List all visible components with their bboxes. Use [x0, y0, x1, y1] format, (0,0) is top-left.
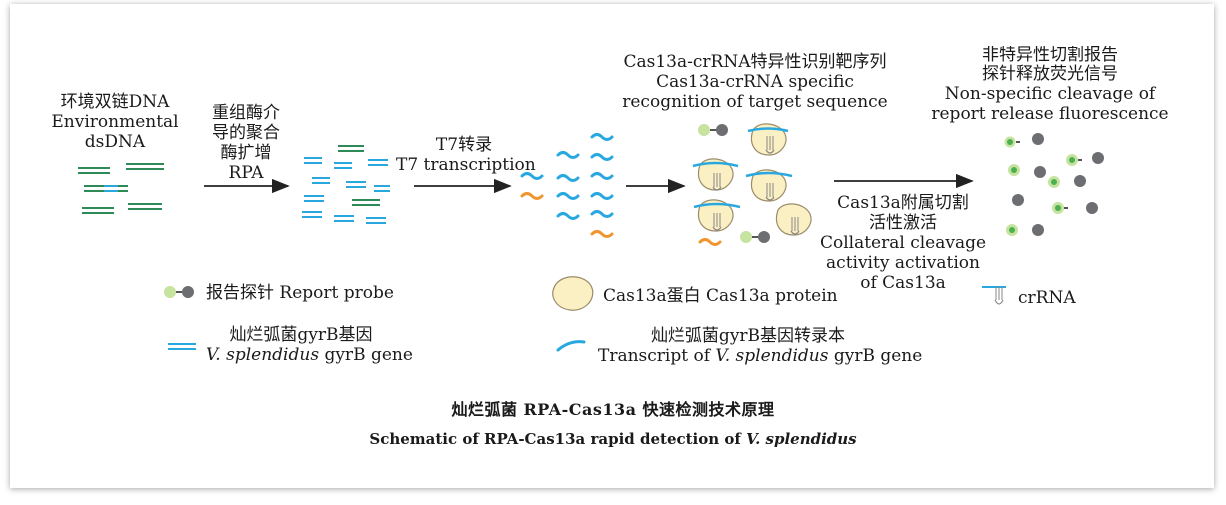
legend-transcript-en: Transcript of V. splendidus gyrB gene — [598, 346, 922, 366]
step5-label-cn1: 非特异性切割报告 — [982, 46, 1118, 62]
step1-label-en2: dsDNA — [84, 132, 146, 152]
legend-crrna-label: crRNA — [1018, 288, 1076, 308]
step3-label-cn: T7转录 — [435, 135, 493, 155]
step4-label-en1: Cas13a-crRNA specific — [656, 72, 854, 92]
step6-label-en1: Collateral cleavage — [819, 233, 987, 253]
step5-label-en1: Non-specific cleavage of — [944, 84, 1156, 104]
legend-gene-rest: gyrB gene — [319, 345, 413, 365]
dsdna-strands — [78, 163, 164, 214]
figure-card — [10, 4, 1214, 488]
legend-gene-species: V. splendidus — [206, 345, 320, 365]
legend-transcript-cn: 灿烂弧菌gyrB基因转录本 — [650, 326, 846, 346]
step5-label-cn2: 探针释放荧光信号 — [982, 64, 1118, 84]
step5-label-en2: report release fluorescence — [931, 104, 1169, 124]
legend-protein-label: Cas13a蛋白 Cas13a protein — [603, 286, 838, 306]
step1-label-cn: 环境双链DNA — [60, 92, 170, 112]
legend-gene-en: V. splendidus gyrB gene — [206, 345, 413, 365]
step2-label-l3: 酶扩增 — [220, 143, 272, 163]
cas13a-complexes — [692, 123, 812, 246]
legend-icons — [163, 276, 1006, 352]
step6-label-en3: of Cas13a — [860, 273, 946, 293]
step4-label-en2: recognition of target sequence — [622, 92, 888, 112]
step6-label-cn2: 活性激活 — [869, 213, 937, 233]
step1-label-en1: Environmental — [51, 112, 179, 132]
legend-transcript-pre: Transcript of — [598, 346, 716, 366]
step2-label-l1: 重组酶介 — [212, 103, 280, 123]
legend-transcript-species: V. splendidus — [715, 346, 829, 366]
caption-en-species: V. splendidus — [746, 430, 857, 448]
caption-cn: 灿烂弧菌 RPA-Cas13a 快速检测技术原理 — [451, 400, 775, 419]
process-arrows — [204, 173, 974, 194]
step4-label-cn: Cas13a-crRNA特异性识别靶序列 — [623, 52, 887, 72]
cleaved-probes — [1003, 133, 1104, 236]
step6-label-cn1: Cas13a附属切割 — [837, 193, 969, 213]
caption-en-pre: Schematic of RPA-Cas13a rapid detection … — [369, 430, 747, 448]
step2-label-l2: 导的聚合 — [212, 123, 280, 143]
step3-label-en: T7 transcription — [396, 155, 536, 175]
rna-transcripts — [520, 133, 614, 238]
legend-probe-label: 报告探针 Report probe — [206, 283, 394, 303]
legend-gene-cn: 灿烂弧菌gyrB基因 — [229, 325, 373, 345]
caption-en: Schematic of RPA-Cas13a rapid detection … — [0, 430, 1226, 448]
amplified-dna — [302, 145, 390, 224]
step6-label-en2: activity activation — [826, 253, 980, 273]
step2-label-l4: RPA — [228, 163, 264, 183]
legend-transcript-rest: gyrB gene — [828, 346, 923, 366]
